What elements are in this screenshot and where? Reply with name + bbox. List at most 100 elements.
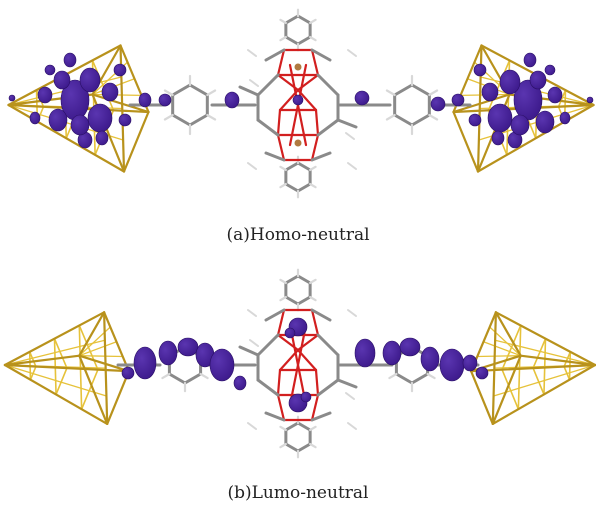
left-gold-cluster-edge	[7, 103, 126, 173]
central-complex-carbon-bond	[264, 308, 286, 322]
central-complex-oxygen-bond	[314, 108, 320, 137]
homo-orbital-lobe	[499, 69, 521, 95]
right-gold-cluster-lattice-line	[482, 341, 522, 357]
left-pyridine-ring-h-bond	[163, 89, 174, 97]
central-complex-h-bond	[347, 309, 357, 317]
central-complex-oxygen-bond	[310, 393, 320, 422]
lumo-orbital-lobe	[284, 327, 296, 339]
left-gold-cluster-edge	[106, 370, 130, 425]
homo-orbital-lobe	[559, 111, 571, 125]
homo-orbital-lobe	[158, 93, 172, 107]
central-complex-h-bond	[347, 49, 357, 57]
central-complex-carbon-bond	[256, 378, 280, 397]
right-gold-cluster-edge	[494, 311, 596, 367]
left-pyridine-ring-bond	[167, 372, 187, 385]
right-pyridine-ring-bond	[410, 372, 430, 385]
central-complex-oxygen-bond	[276, 308, 286, 337]
central-complex-top-ring-bond	[296, 14, 312, 25]
right-gold-cluster-edge	[470, 363, 596, 373]
right-gold-cluster-lattice-line	[532, 337, 547, 369]
central-complex-carbon-bond	[316, 73, 340, 97]
central-complex-top-ring-h-bond	[279, 35, 287, 42]
central-complex-bottom-ring-h-bond	[309, 442, 317, 449]
caption-lumo-neutral: (b)Lumo-neutral	[227, 483, 369, 503]
central-complex-h-bond	[249, 79, 259, 87]
caption-homo-neutral: (a)Homo-neutral	[226, 225, 370, 245]
right-gold-cluster-lattice-line	[492, 364, 596, 397]
central-complex-carbon-bond	[316, 333, 340, 357]
right-gold-cluster-edge	[452, 110, 480, 173]
homo-orbital-lobe	[53, 70, 71, 90]
central-complex-h-bond	[247, 49, 257, 57]
right-pyridine-ring-h-bond	[388, 372, 398, 380]
central-complex-bottom-ring-h-bond	[309, 165, 317, 172]
central-complex-bottom-ring-h-bond	[279, 165, 287, 172]
lumo-orbital-lobe	[462, 354, 478, 372]
right-gold-cluster-edge	[519, 354, 596, 367]
left-gold-cluster-edge	[78, 354, 109, 425]
homo-orbital-lobe	[491, 130, 505, 146]
central-complex-carbon-bond	[316, 378, 340, 397]
right-gold-cluster-lattice-line	[532, 367, 545, 396]
central-complex-h-bond	[247, 162, 257, 170]
homo-orbital-lobe	[138, 92, 152, 108]
left-gold-cluster-edge	[3, 354, 81, 367]
homo-orbital-lobe	[63, 52, 77, 68]
central-complex-carbon-bond	[336, 118, 358, 129]
central-complex-bottom-ring-h-bond	[309, 425, 317, 432]
left-gold-cluster-edge	[102, 311, 130, 373]
central-complex-carbon-bond	[310, 151, 332, 162]
homo-orbital-lobe	[468, 113, 482, 127]
right-gold-cluster-lattice-line	[501, 368, 520, 410]
central-complex-oxygen-bond	[276, 48, 286, 77]
left-gold-cluster-lattice-line	[28, 351, 37, 368]
right-gold-cluster-edge	[491, 354, 522, 425]
central-complex-oxygen-bond	[310, 308, 320, 337]
panel-lumo-neutral: (b)Lumo-neutral	[0, 255, 596, 510]
central-complex-carbon-bond	[316, 118, 340, 137]
homo-neutral-molecule-render	[7, 8, 595, 199]
homo-orbital-lobe	[510, 114, 530, 136]
homo-orbital-lobe	[529, 70, 547, 90]
central-complex-oxygen-bond	[314, 368, 320, 397]
homo-orbital-lobe	[101, 82, 119, 102]
lumo-orbital-lobe	[121, 366, 135, 380]
lumo-orbital-lobe	[209, 348, 235, 382]
central-complex-h-bond	[247, 309, 257, 317]
left-pyridine-ring-bond	[188, 83, 209, 97]
homo-orbital-lobe	[430, 96, 446, 112]
homo-orbital-lobe	[224, 91, 240, 109]
homo-orbital-lobe	[48, 108, 68, 132]
lumo-orbital-lobe	[133, 346, 157, 380]
homo-orbital-lobe	[79, 67, 101, 93]
right-pyridine-ring-h-bond	[385, 89, 396, 97]
central-complex-bottom-ring-bond	[296, 421, 312, 432]
left-gold-cluster-edge	[78, 354, 130, 373]
left-gold-cluster-lattice-line	[55, 367, 68, 396]
central-complex-carbon-bond	[336, 378, 358, 389]
homo-orbital-lobe	[44, 64, 56, 76]
right-gold-cluster-edge	[491, 363, 596, 425]
central-complex-bottom-ring-bond	[284, 421, 300, 432]
central-complex-metal-atom	[294, 63, 302, 71]
right-pyridine-ring-h-bond	[428, 89, 439, 97]
left-pyridine-ring-h-bond	[199, 372, 209, 380]
central-complex-bottom-ring-bond	[296, 161, 312, 172]
left-gold-cluster-lattice-line	[78, 341, 118, 357]
central-complex-oxygen-bond	[276, 393, 286, 422]
right-gold-cluster-edge	[476, 103, 595, 173]
lumo-orbital-lobe	[420, 346, 440, 372]
central-complex-top-ring-bond	[296, 274, 312, 285]
left-pyridine-ring-bond	[171, 113, 192, 127]
lumo-orbital-lobe	[233, 375, 247, 391]
central-complex-top-ring-bond	[284, 35, 300, 46]
homo-orbital-lobe	[118, 113, 132, 127]
central-complex-h-bond	[345, 392, 355, 400]
homo-orbital-lobe	[29, 111, 41, 125]
right-pyridine-ring-bond	[410, 113, 431, 127]
central-complex-carbon-bond	[264, 411, 286, 422]
right-pyridine-ring-h-bond	[428, 113, 439, 121]
lumo-orbital-lobe	[300, 391, 312, 403]
left-gold-cluster-edge	[122, 110, 150, 173]
left-gold-cluster-edge	[91, 93, 150, 114]
